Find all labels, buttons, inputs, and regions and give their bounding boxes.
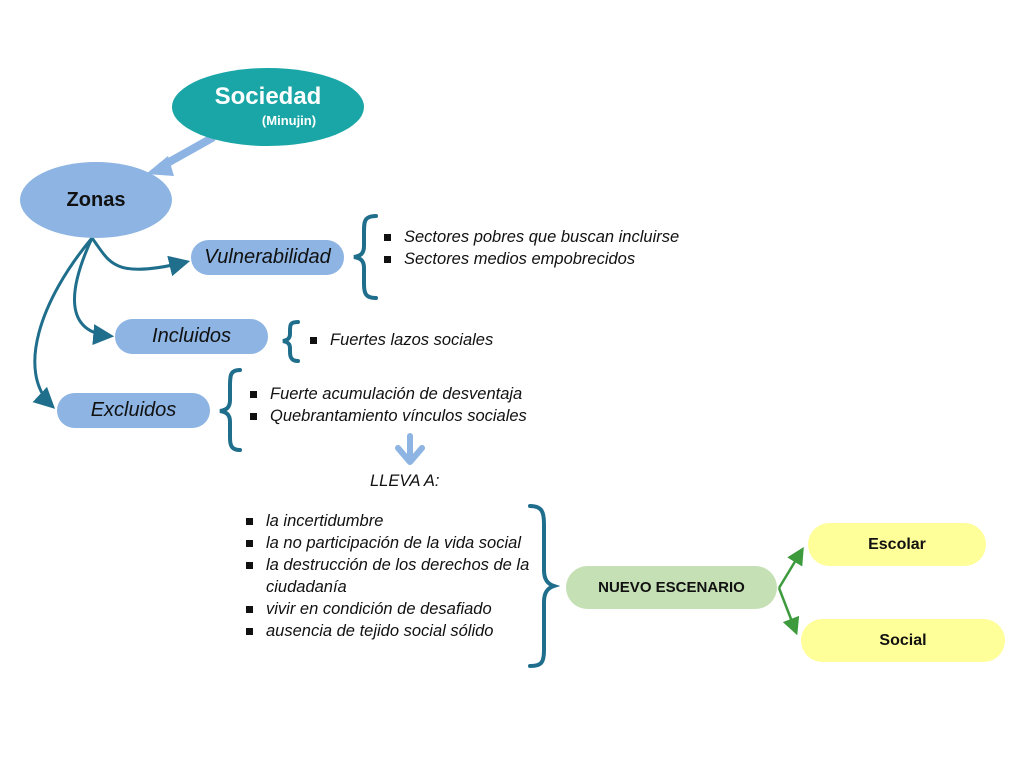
vulnerabilidad-node: Vulnerabilidad: [191, 240, 344, 275]
brace-excluidos: [219, 368, 242, 452]
sociedad-to-zonas-arrowhead: [146, 156, 174, 176]
list-item: Quebrantamiento vínculos sociales: [246, 405, 586, 427]
list-item: ausencia de tejido social sólido: [242, 620, 542, 642]
list-item: Fuertes lazos sociales: [306, 329, 546, 351]
zonas-node: Zonas: [20, 162, 172, 238]
vulnerabilidad-list: Sectores pobres que buscan incluirse Sec…: [380, 226, 680, 270]
escolar-node: Escolar: [808, 523, 986, 566]
list-item: la destrucción de los derechos de la ciu…: [242, 554, 542, 598]
nuevo-escenario-node: NUEVO ESCENARIO: [566, 566, 777, 609]
sociedad-to-zonas-arrow: [158, 134, 216, 170]
incluidos-node: Incluidos: [115, 319, 268, 354]
lleva-a-list: la incertidumbre la no participación de …: [242, 510, 542, 642]
excluidos-list: Fuerte acumulación de desventaja Quebran…: [246, 383, 586, 427]
list-item: la incertidumbre: [242, 510, 542, 532]
zonas-to-excluidos-connector: [32, 237, 94, 409]
social-node: Social: [801, 619, 1005, 662]
incluidos-list: Fuertes lazos sociales: [306, 329, 546, 351]
list-item: vivir en condición de desafiado: [242, 598, 542, 620]
list-item: Sectores medios empobrecidos: [380, 248, 680, 270]
sociedad-title: Sociedad: [214, 82, 322, 110]
list-item: Sectores pobres que buscan incluirse: [380, 226, 680, 248]
sociedad-node: Sociedad (Minujin): [172, 68, 364, 146]
sociedad-subtitle: (Minujin): [261, 112, 317, 128]
brace-nuevo-escenario: [528, 504, 561, 668]
brace-vulnerabilidad: [353, 214, 378, 300]
nuevo-to-social-arrow: [777, 587, 800, 636]
brace-incluidos: [282, 320, 300, 363]
list-item: Fuerte acumulación de desventaja: [246, 383, 586, 405]
list-item: la no participación de la vida social: [242, 532, 542, 554]
excluidos-node: Excluidos: [57, 393, 210, 428]
nuevo-to-escolar-arrow: [777, 547, 804, 589]
lleva-a-label: LLEVA A:: [370, 472, 440, 490]
zonas-to-vulnerabilidad-connector: [90, 237, 191, 277]
zonas-to-incluidos-connector: [73, 237, 115, 345]
